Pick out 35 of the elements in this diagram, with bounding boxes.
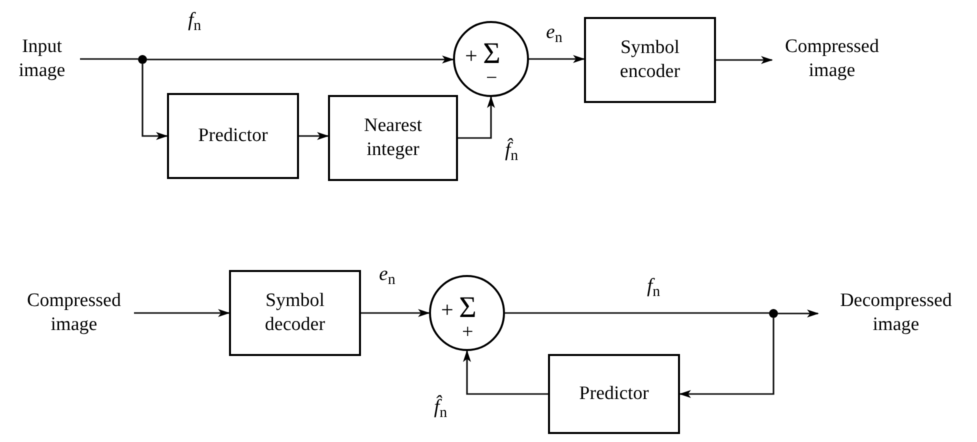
arrow <box>778 310 819 318</box>
arrow <box>463 350 548 395</box>
edge-label: f̂$_{n}$ <box>432 397 450 417</box>
box-label: Predictor <box>198 124 268 148</box>
edge-label: f$_{n}$ <box>645 276 662 296</box>
signal-label: Decompressed image <box>818 290 974 336</box>
sigma-symbol: Σ <box>459 293 476 323</box>
signal-label: Compressed image <box>14 290 134 336</box>
sign: + <box>462 322 474 342</box>
arrow <box>458 96 495 139</box>
arrow <box>679 318 774 398</box>
box-label: Symbol decoder <box>264 289 326 337</box>
edge-label: f$_{n}$ <box>186 10 204 30</box>
sign: − <box>486 68 498 88</box>
box-label: Symbol encoder <box>618 36 682 84</box>
arrow <box>716 56 773 64</box>
arrow <box>134 309 230 317</box>
arrow <box>142 64 168 140</box>
arrow <box>361 309 430 317</box>
edge-label: f̂$_{n}$ <box>503 140 520 160</box>
sign: + <box>441 299 454 321</box>
arrow <box>299 132 329 140</box>
box-label: Predictor <box>579 382 649 406</box>
box-label: Nearest integer <box>362 114 424 162</box>
arrow <box>529 55 585 63</box>
process-box <box>328 95 458 181</box>
sigma-symbol: Σ <box>483 39 500 69</box>
process-box <box>229 270 361 356</box>
signal-label: Input image <box>4 36 80 82</box>
arrow <box>147 56 454 64</box>
process-box <box>584 17 716 103</box>
process-box <box>167 93 299 179</box>
sign: + <box>465 45 478 67</box>
process-box <box>548 354 680 434</box>
signal-label: Compressed image <box>772 36 892 82</box>
